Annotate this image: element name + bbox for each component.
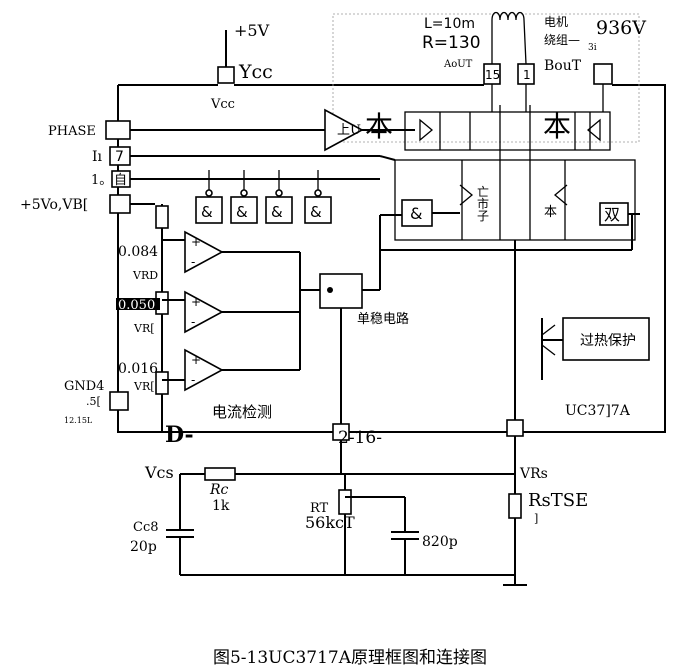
gnd3-label: 12.15L (64, 416, 93, 425)
motor-area-outline (332, 13, 640, 143)
overheat-box (562, 317, 650, 361)
upper-amplifier (324, 108, 364, 152)
ycc-label: Ycc (238, 61, 273, 83)
vr-mid-label: VR[ (133, 322, 155, 335)
vcc-pin (217, 66, 235, 84)
bridge-right-label: 本 (544, 205, 557, 220)
bridge-left-label-2: 市 (477, 196, 489, 211)
resistor-rc (204, 467, 236, 481)
resistor-vr-mid (155, 371, 169, 395)
motor-label-2: 绕组— (544, 33, 580, 47)
v016-label: 0.016 (118, 361, 158, 377)
vrd-label: VRD (132, 269, 158, 282)
cc-value: 20p (130, 539, 157, 555)
motor-label-1: 电机 (544, 15, 568, 29)
monostable-box (319, 273, 363, 309)
vplus-label: +5V (234, 21, 270, 40)
motor-pin-label: 3i (588, 43, 597, 53)
vcc-mid-label: Vcc (210, 97, 235, 112)
bout-label: BouT (544, 58, 582, 74)
rt-value: 56kcT (305, 513, 355, 532)
v050-highlight (116, 298, 160, 310)
and-gate-label: & (410, 204, 422, 223)
motor-pin-box (593, 63, 613, 85)
l-value: L=10m (424, 16, 475, 32)
svg-text:+: + (191, 295, 201, 309)
rc-value: 1k (212, 498, 230, 514)
comparator-2: + - (184, 290, 224, 334)
phase-label: PHASE (48, 124, 96, 139)
ben-right-symbol: 本 (543, 110, 571, 143)
figure-caption: 图5-13UC3717A原理框图和连接图 (213, 648, 487, 668)
nand-gates (195, 170, 332, 224)
svg-text:-: - (191, 255, 195, 269)
svg-text:+: + (191, 235, 201, 249)
rstse-label: RsTSE (528, 490, 588, 511)
ben-left-symbol: 本 (365, 110, 393, 143)
gnd2-label: .5[ (86, 395, 101, 408)
nand-3-label: & (271, 203, 283, 221)
cc-label: Cc8 (133, 520, 159, 535)
r-value: R=130 (422, 33, 481, 53)
svg-text:-: - (191, 373, 195, 387)
pin-i0-box-label: 自 (114, 173, 127, 188)
rstse-sub-label: ] (534, 512, 538, 525)
current-detect-label: 电流检测 (212, 403, 272, 421)
resistor-rs (508, 493, 522, 519)
overheat-label: 过热保护 (580, 333, 636, 349)
and-gate (401, 199, 433, 227)
comparator-1: + - (184, 230, 224, 274)
aout-label: AoUT (443, 59, 473, 70)
vr-low-label: VR[ (133, 380, 155, 393)
pin-i0-label: 1。 (91, 173, 112, 188)
vrs-box (506, 419, 524, 437)
nand-2-label: & (236, 203, 248, 221)
i1-label: Iı (92, 149, 103, 165)
svg-text:-: - (191, 315, 195, 329)
d-label: D- (165, 422, 194, 448)
c820-label: 820p (422, 534, 458, 550)
v050-label: 0.050 (118, 298, 155, 313)
resistor-vref (155, 205, 169, 229)
monostable-label: 单稳电路 (357, 311, 409, 327)
nand-1-label: & (201, 203, 213, 221)
vref-pin-label: +5Vo,VB[ (20, 197, 88, 213)
gnd-pin (109, 391, 129, 411)
mid-pin-label: 2-16- (338, 428, 382, 448)
vrs-label: VRs (519, 466, 548, 482)
vref-pin-box (109, 194, 131, 214)
phase-pin (105, 120, 131, 140)
v084-label: 0.084 (118, 244, 158, 260)
double-box-label: 双 (604, 205, 620, 224)
pin15-label: 15 (485, 68, 500, 82)
comparator-3: + - (184, 348, 224, 392)
bout-pin-box-label: 1 (523, 68, 531, 82)
v936-label: 936V (596, 17, 646, 39)
ic-name-label: UC37]7A (565, 403, 631, 419)
rt-label: RT (310, 501, 329, 516)
svg-text:+: + (191, 353, 201, 367)
ic-outline (117, 30, 666, 433)
vcs-label: Vcs (144, 463, 174, 482)
transistor-bridge (379, 105, 636, 241)
bridge-left-label-3: 子 (477, 209, 489, 223)
bridge-left-label-1: 亡 (477, 185, 489, 199)
nand-4-label: & (310, 203, 322, 221)
resistor-rt (338, 489, 352, 515)
pin7-label: 7 (115, 149, 124, 165)
u-label: 上U (337, 123, 361, 138)
gnd-label: GND4 (64, 379, 104, 394)
rc-label: Rc (209, 482, 229, 498)
motor-coil (491, 11, 527, 65)
